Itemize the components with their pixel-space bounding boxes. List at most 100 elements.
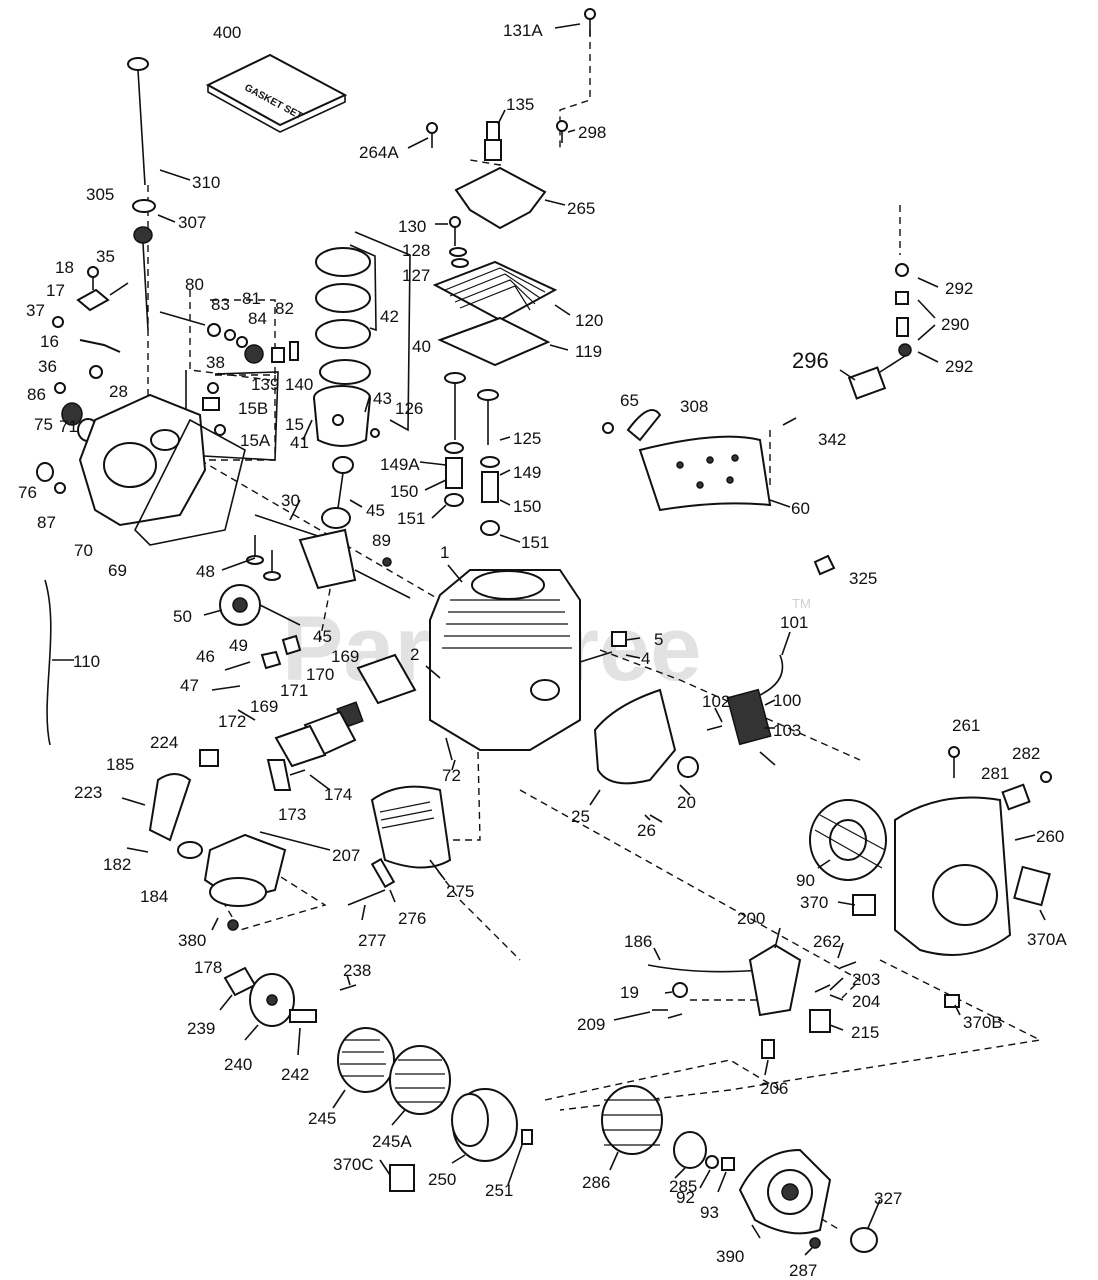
label-71: 71 [59,417,78,436]
part-camshaft [219,584,301,626]
label-15: 15 [285,415,304,434]
part-72-bolt [445,737,453,761]
label-45-top: 45 [366,501,385,520]
part-o-ring [132,199,156,213]
label-60: 60 [791,499,810,518]
part-crankcase-cover [78,393,207,527]
bracket-line-40 [354,231,411,432]
label-307: 307 [178,213,206,232]
label-250: 250 [428,1170,456,1189]
label-178: 178 [194,958,222,977]
part-air-filter-plate [223,966,357,1027]
part-flywheel [809,799,887,881]
part-screw-298 [556,120,568,143]
label-169-top: 169 [331,647,359,666]
label-48: 48 [196,562,215,581]
part-110-wire [44,579,52,746]
label-264A: 264A [359,143,399,162]
part-screw-131A [584,8,596,36]
part-tappets [246,535,281,581]
label-203: 203 [852,970,880,989]
part-dipstick-tube [133,226,153,331]
label-245A: 245A [372,1132,412,1151]
label-296: 296 [792,348,829,373]
label-125: 125 [513,429,541,448]
label-70: 70 [74,541,93,560]
label-186: 186 [624,932,652,951]
part-spark-plug [484,121,502,161]
label-46: 46 [196,647,215,666]
label-87: 87 [37,513,56,532]
label-102: 102 [702,692,730,711]
label-400: 400 [213,23,241,42]
part-276-277 [347,857,396,906]
part-261-282-281 [948,746,1052,811]
part-370A-decal [1013,865,1051,907]
part-89-bolt [382,557,392,567]
part-cover-gasket [134,418,246,546]
label-275: 275 [446,882,474,901]
label-245: 245 [308,1109,336,1128]
label-242: 242 [281,1065,309,1084]
label-151-right: 151 [521,533,549,552]
label-4: 4 [641,649,650,668]
label-72: 72 [442,766,461,785]
label-50: 50 [173,607,192,626]
part-valve-125 [477,389,499,445]
part-2-pin [425,665,441,679]
part-valve-springs [444,442,500,536]
label-209: 209 [577,1015,605,1034]
part-blower-back-plate [593,688,699,823]
bracket-line-42 [349,244,377,332]
label-30: 30 [281,491,300,510]
part-ignition-module [706,654,784,766]
part-370C-decal [389,1164,415,1192]
label-151-left: 151 [397,509,425,528]
watermark-tm: TM [792,596,811,611]
label-149: 149 [513,463,541,482]
label-292-top: 292 [945,279,973,298]
label-35: 35 [96,247,115,266]
label-172: 172 [218,712,246,731]
label-277: 277 [358,931,386,950]
part-air-filter-245 [337,1027,395,1093]
label-18: 18 [55,258,74,277]
label-89: 89 [372,531,391,550]
part-piston-rings [315,247,371,385]
label-135: 135 [506,95,534,114]
part-engine-block [429,569,581,751]
leader-lines [52,23,1046,1256]
part-370B-decal [944,994,960,1008]
part-air-filter-245A [389,1045,451,1115]
label-150-left: 150 [390,482,418,501]
label-28: 28 [109,382,128,401]
label-26: 26 [637,821,656,840]
label-69: 69 [108,561,127,580]
label-171: 171 [280,681,308,700]
label-173: 173 [278,805,306,824]
label-149A: 149A [380,455,420,474]
label-342: 342 [818,430,846,449]
label-20: 20 [677,793,696,812]
label-276: 276 [398,909,426,928]
label-37: 37 [26,301,45,320]
label-25: 25 [571,807,590,826]
label-184: 184 [140,887,168,906]
label-5: 5 [654,630,663,649]
label-75: 75 [34,415,53,434]
label-204: 204 [852,992,880,1011]
part-49-45-small [260,634,302,670]
label-101: 101 [780,613,808,632]
label-93: 93 [700,1203,719,1222]
label-128: 128 [402,241,430,260]
label-38: 38 [206,353,225,372]
label-265: 265 [567,199,595,218]
part-air-filter-cover [451,1088,518,1162]
part-starter-cup [601,1085,735,1171]
label-150-right: 150 [513,497,541,516]
part-cylinder-head [432,260,558,322]
label-207: 207 [332,846,360,865]
label-130: 130 [398,217,426,236]
part-bracket-plate [454,166,547,230]
